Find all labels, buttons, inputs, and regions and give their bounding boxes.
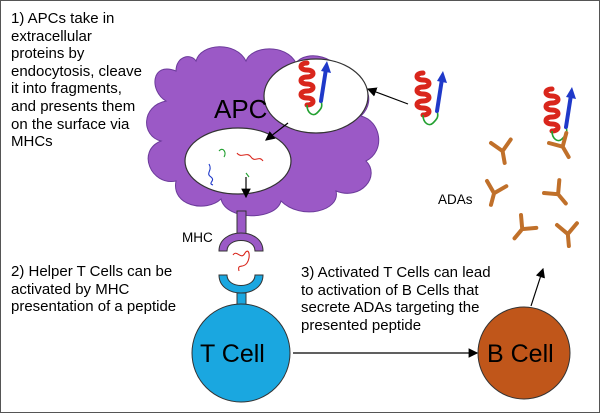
step3-caption: 3) Activated T Cells can lead to activat… xyxy=(301,264,491,334)
secretion-arrow xyxy=(530,267,545,307)
upper-endosome xyxy=(263,58,369,134)
presented-peptide xyxy=(232,250,250,272)
step2-caption: 2) Helper T Cells can be activated by MH… xyxy=(11,263,177,316)
target-protein xyxy=(546,87,576,141)
peptide-fragments xyxy=(208,148,264,186)
ada-antibodies xyxy=(479,131,581,249)
step1-caption: 1) APCs take in extracellular proteins b… xyxy=(11,10,142,151)
antibody xyxy=(489,137,517,167)
mhc-label: MHC xyxy=(182,230,213,245)
lower-endosome xyxy=(184,127,292,195)
t-cell-receptor xyxy=(218,274,264,294)
t-cell xyxy=(191,303,291,403)
adas-label: ADAs xyxy=(438,192,473,207)
b-cell xyxy=(477,306,571,400)
antibody xyxy=(542,178,576,212)
uptake-arrow xyxy=(366,87,409,105)
apc-label: APC xyxy=(214,94,268,124)
fragment-arrow xyxy=(265,122,289,141)
antibody xyxy=(555,221,581,249)
b-cell-label: B Cell xyxy=(487,340,554,368)
antibody xyxy=(479,179,509,210)
extracellular-protein xyxy=(417,71,447,125)
antibody xyxy=(504,213,539,247)
t-cell-label: T Cell xyxy=(200,340,265,368)
mhc-molecule xyxy=(218,232,264,252)
